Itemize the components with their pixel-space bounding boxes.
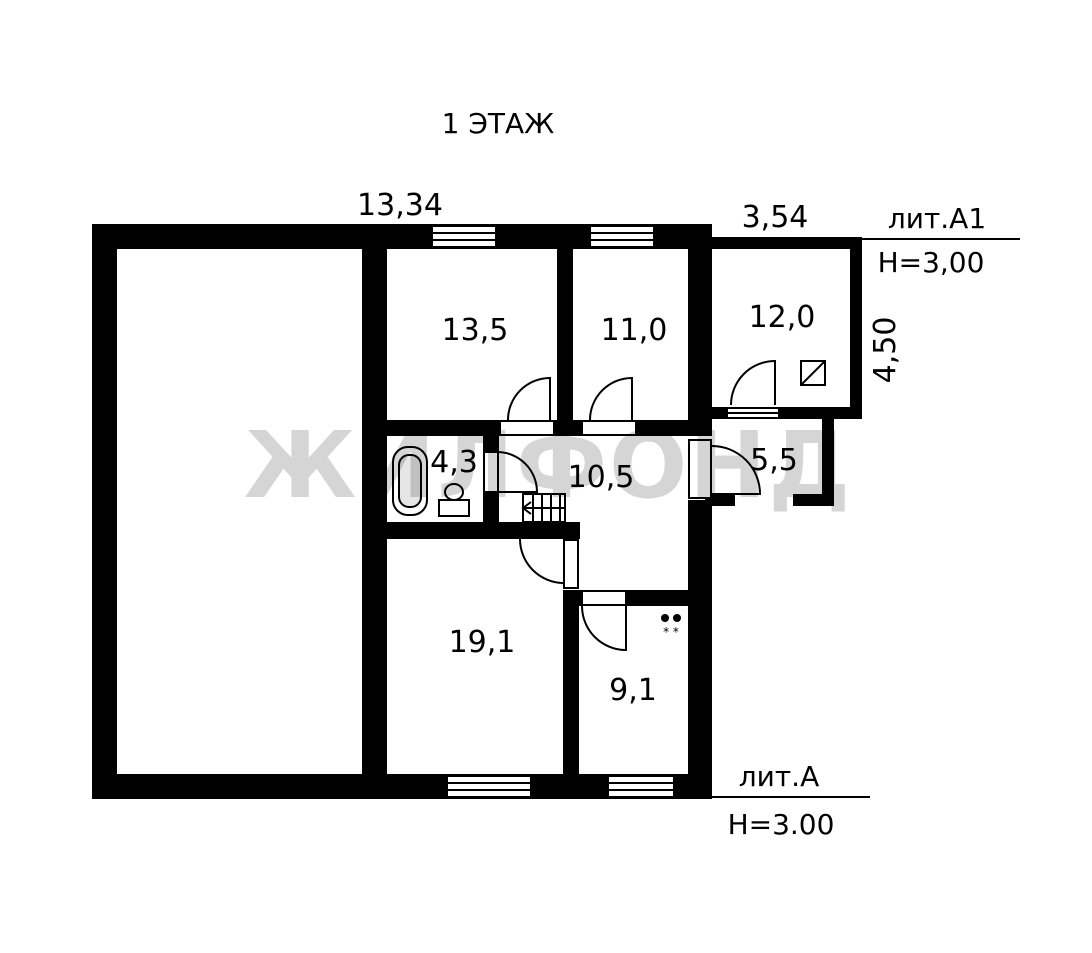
lit-a-name: лит.А	[739, 760, 819, 793]
walls	[92, 224, 862, 799]
room-area-11-0: 11,0	[601, 313, 668, 348]
lit-a-height: H=3.00	[728, 808, 835, 841]
stairs-icon	[521, 493, 566, 523]
watermark-text: ЖИЛФОНД	[244, 412, 852, 519]
window-bottom-2	[607, 775, 675, 798]
dim-main-width: 13,34	[357, 188, 443, 223]
dim-ext-width: 3,54	[742, 200, 809, 235]
lit-a1-height: H=3,00	[878, 246, 985, 279]
lit-a1-name: лит.А1	[888, 202, 986, 235]
dim-ext-height: 4,50	[868, 317, 903, 384]
toilet-icon	[438, 483, 470, 517]
window-bottom-1	[446, 775, 532, 798]
door-19-1	[519, 538, 565, 585]
door-4-3	[496, 451, 539, 493]
window-top-1	[431, 225, 497, 248]
door-12-0	[730, 359, 776, 406]
window-extension	[726, 407, 780, 419]
stove-icon: * *	[661, 614, 681, 639]
door-9-1	[581, 605, 627, 652]
door-swings	[496, 359, 776, 652]
door-openings	[483, 420, 712, 606]
door-11-0	[589, 376, 633, 421]
svg-text:* *: * *	[663, 625, 679, 639]
room-area-4-3: 4,3	[430, 445, 478, 480]
door-5-5	[711, 445, 762, 495]
windows	[431, 225, 780, 798]
window-top-2	[589, 225, 655, 248]
room-area-5-5: 5,5	[750, 443, 798, 478]
room-area-12-0: 12,0	[749, 300, 816, 335]
bathtub-icon	[392, 446, 428, 516]
room-area-9-1: 9,1	[609, 673, 657, 708]
room-area-10-5: 10,5	[568, 460, 635, 495]
room-area-19-1: 19,1	[449, 625, 516, 660]
door-13-5	[507, 376, 551, 421]
chimney-icon	[800, 360, 826, 386]
annotation-lines	[712, 238, 1020, 798]
floor-title: 1 ЭТАЖ	[442, 107, 555, 140]
room-area-13-5: 13,5	[442, 313, 509, 348]
